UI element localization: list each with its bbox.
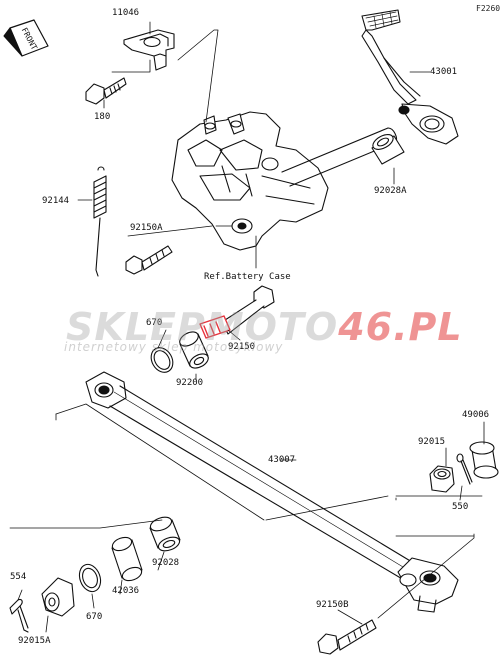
part-label-92028: 92028: [152, 558, 180, 568]
figure-id: F2260: [476, 4, 501, 13]
part-label-49006: 49006: [462, 410, 490, 420]
part-label-180: 180: [94, 112, 111, 122]
collar-42036: [111, 536, 143, 582]
part-label-92015a: 92015A: [18, 636, 51, 646]
bolt-92150b: [317, 619, 377, 655]
watermark-brand-right: 46.PL: [338, 305, 463, 349]
footrest-bracket: [171, 111, 329, 251]
cotter-pin-554: [9, 598, 29, 633]
pedal-43001: [361, 9, 459, 145]
reference-note: Ref.Battery Case: [204, 272, 291, 282]
part-label-92144: 92144: [42, 196, 70, 206]
bolt-92150: [199, 285, 275, 339]
part-label-42036: 42036: [112, 586, 140, 596]
part-label-43001: 43001: [430, 67, 458, 77]
part-label-92150: 92150: [228, 342, 256, 352]
part-label-550: 550: [452, 502, 469, 512]
part-label-670-top: 670: [146, 318, 163, 328]
part-label-92015: 92015: [418, 437, 446, 447]
part-label-92200: 92200: [176, 378, 204, 388]
part-label-11046: 11046: [112, 8, 140, 18]
part-label-554: 554: [10, 572, 27, 582]
bolt-180: [85, 77, 127, 105]
watermark-brand-left: SKLEPMOTO: [66, 305, 339, 349]
spring-92144: [93, 166, 107, 277]
bushing-92028: [149, 516, 181, 552]
part-label-92028a: 92028A: [374, 186, 407, 196]
bushing-92028a: [371, 134, 405, 165]
o-ring-670-top: [150, 347, 174, 373]
bracket-11046: [123, 29, 175, 71]
part-label-670-bottom: 670: [86, 612, 103, 622]
bolt-92150a: [125, 245, 173, 275]
collar-92200: [179, 331, 209, 369]
nut-92015a: [41, 577, 75, 617]
part-label-43007: 43007: [268, 455, 296, 465]
watermark-tagline: internetowy sklep motocyklowy: [64, 340, 284, 354]
part-label-92150b: 92150B: [316, 600, 349, 610]
o-ring-670-bottom: [78, 563, 102, 593]
part-label-92150a: 92150A: [130, 223, 163, 233]
cotter-pin-550: [456, 453, 473, 485]
nut-92015: [429, 465, 455, 493]
link-rod-43007: [85, 371, 459, 613]
watermark-logo: SKLEPMOTO46.PL: [66, 305, 463, 349]
front-direction-marker: FRONT: [3, 19, 49, 57]
leader-lines: [9, 21, 485, 633]
cap-49006: [469, 441, 499, 479]
